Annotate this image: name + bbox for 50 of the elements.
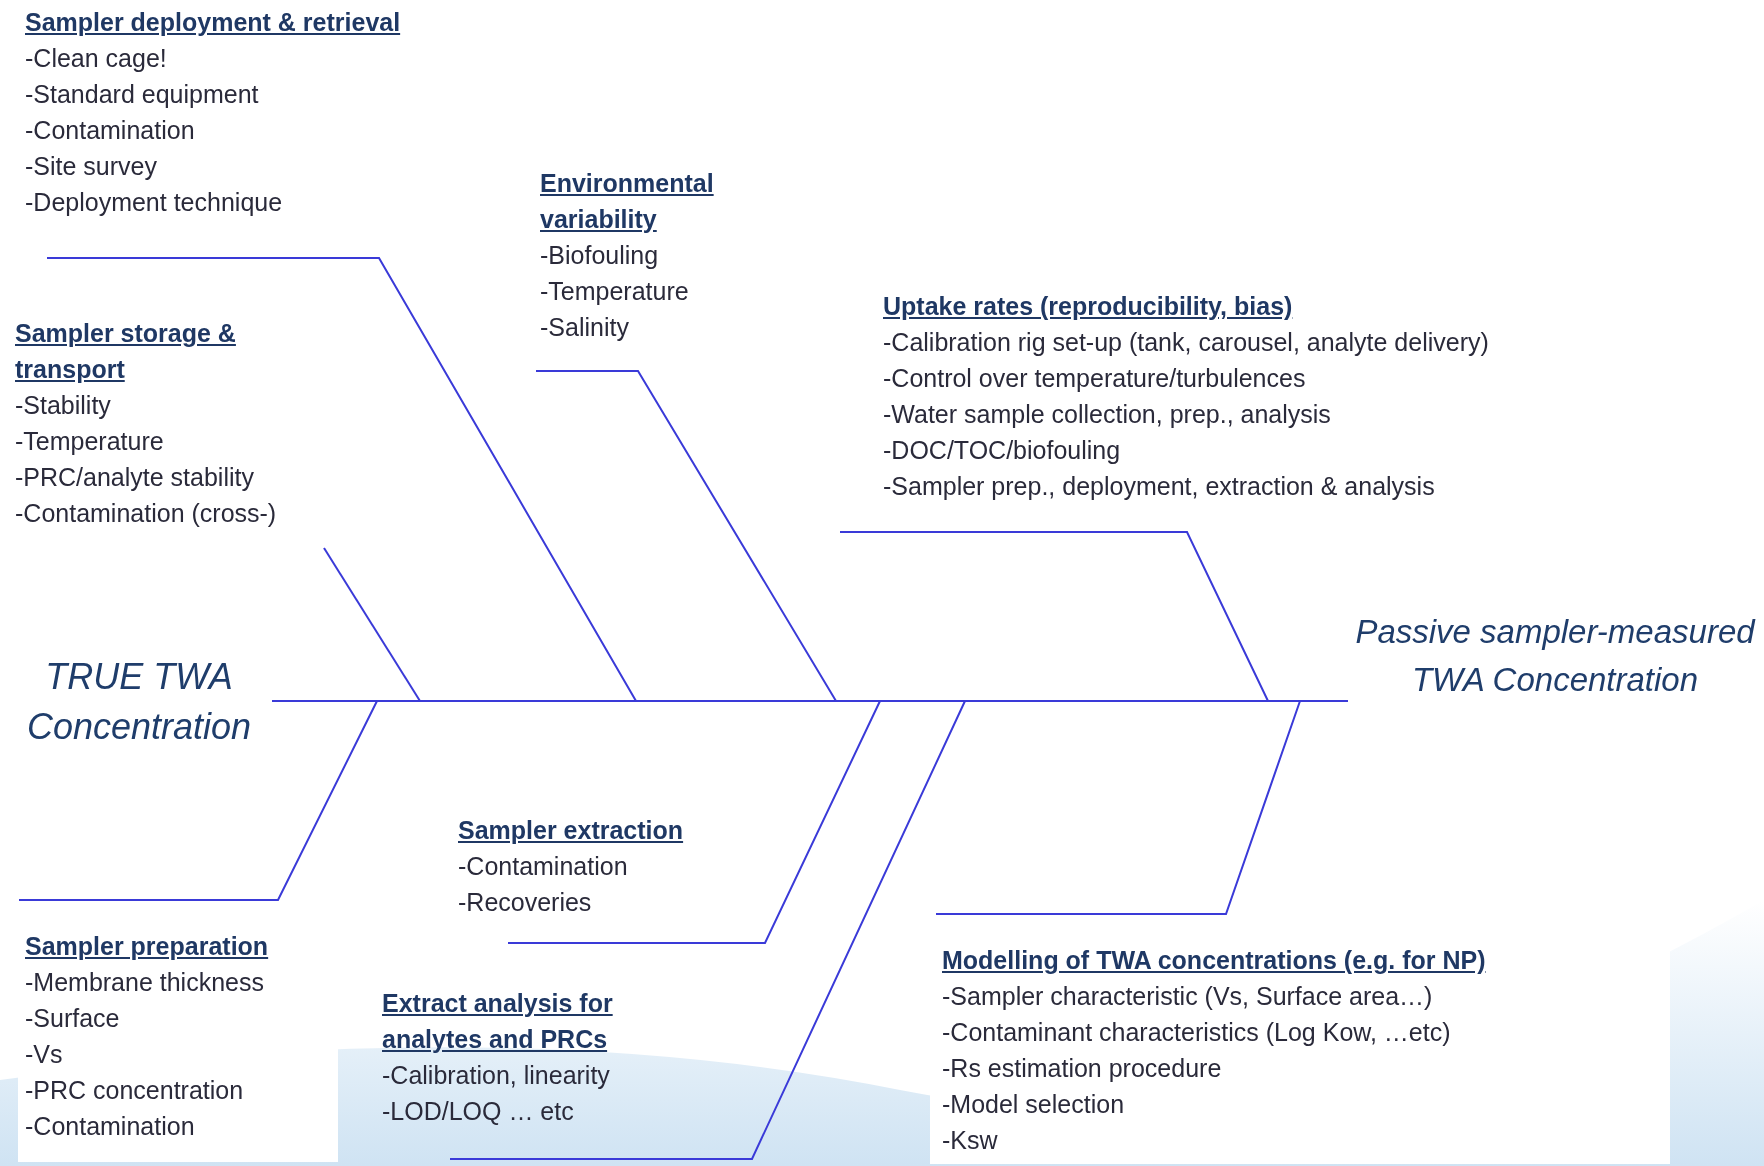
category-heading: Modelling of TWA concentrations (e.g. for NP) [942,945,1486,976]
bone-line [535,370,837,702]
cause-item: -Contaminant characteristics (Log Kow, …etc) [942,1017,1451,1048]
cause-item: -Contamination (cross-) [15,498,277,529]
cause-item: -Model selection [942,1089,1125,1120]
bone-line [46,257,637,702]
cause-item: -Membrane thickness [25,967,264,998]
bone-line [18,700,378,901]
cause-item: -Sampler characteristic (Vs, Surface area…) [942,981,1433,1012]
bone-line [839,531,1269,702]
cause-item: -Temperature [540,276,689,307]
category-heading: Sampler preparation [25,931,269,962]
category-heading: Sampler deployment & retrieval [25,7,401,38]
category-heading: Sampler storage & transport [15,318,237,385]
outcome-label: TRUE TWA Concentration [6,652,272,752]
cause-item: -Biofouling [540,240,659,271]
cause-item: -LOD/LOQ … etc [382,1096,574,1127]
category-heading: Uptake rates (reproducibility, bias) [883,291,1293,322]
bone-line [507,700,881,944]
bone-line [323,547,421,702]
cause-item: -Control over temperature/turbulences [883,363,1306,394]
cause-item: -PRC concentration [25,1075,244,1106]
cause-item: -Rs estimation procedure [942,1053,1222,1084]
cause-item: -Calibration rig set-up (tank, carousel, analyte delivery) [883,327,1489,358]
cause-item: -Site survey [25,151,157,182]
bone-line [935,700,1301,915]
cause-item: -PRC/analyte stability [15,462,254,493]
cause-item: -Contamination [458,851,628,882]
cause-item: -Calibration, linearity [382,1060,610,1091]
cause-item: -Contamination [25,115,195,146]
cause-item: -Vs [25,1039,63,1070]
bone-line [449,700,966,1160]
cause-item: -Sampler prep., deployment, extraction & analysis [883,471,1435,502]
cause-item: -DOC/TOC/biofouling [883,435,1121,466]
cause-item: -Surface [25,1003,120,1034]
spine-line [271,700,1349,702]
cause-item: -Clean cage! [25,43,167,74]
category-heading: Environmental variability [540,168,715,235]
category-heading: Extract analysis for analytes and PRCs [382,988,614,1055]
cause-item: -Standard equipment [25,79,259,110]
cause-item: -Stability [15,390,111,421]
cause-item: -Recoveries [458,887,592,918]
outcome-label: Passive sampler-measured TWA Concentration [1348,608,1762,708]
cause-item: -Temperature [15,426,164,457]
cause-item: -Water sample collection, prep., analysis [883,399,1331,430]
category-heading: Sampler extraction [458,815,684,846]
cause-item: -Contamination [25,1111,195,1142]
cause-item: -Ksw [942,1125,998,1156]
cause-item: -Deployment technique [25,187,283,218]
cause-item: -Salinity [540,312,629,343]
